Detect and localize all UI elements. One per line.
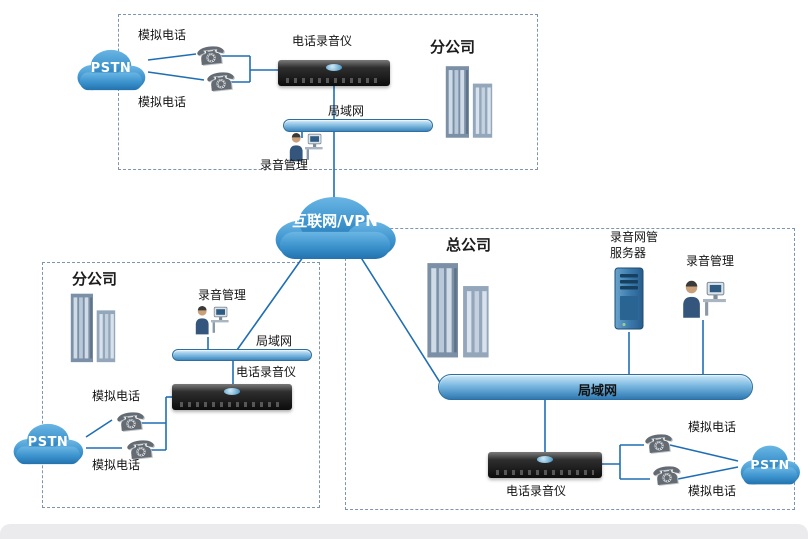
desk-phone-icon: ☎	[114, 406, 148, 438]
desk-phone-icon: ☎	[194, 40, 228, 72]
desk-phone-icon: ☎	[204, 66, 238, 98]
branch-top-title: 分公司	[430, 38, 476, 56]
analog-phone-label: 模拟电话	[92, 389, 141, 403]
recorder-ports	[496, 470, 594, 475]
phone-recorder-device	[488, 452, 602, 478]
lan-segment-bar	[172, 349, 312, 361]
analog-phone-label: 模拟电话	[92, 458, 141, 472]
phone-recorder-device	[172, 384, 292, 410]
headquarters-title: 总公司	[446, 236, 492, 254]
server-label-line1: 录音网管	[610, 230, 659, 244]
office-buildings-icon	[62, 290, 124, 364]
recorder-label: 电话录音仪	[236, 365, 297, 379]
lan-label: 局域网	[578, 384, 618, 399]
operator-workstation-icon	[678, 278, 728, 320]
recording-mgmt-label: 录音管理	[686, 254, 735, 268]
phone-recorder-device	[278, 60, 390, 86]
lan-segment-bar	[283, 119, 433, 132]
branch-left-boundary	[42, 262, 320, 508]
recorder-ports	[180, 402, 284, 407]
office-buildings-icon	[418, 258, 498, 360]
recorder-label: 电话录音仪	[506, 484, 567, 498]
recorder-logo-badge	[224, 388, 240, 395]
internet-vpn-label: 互联网/VPN	[292, 212, 378, 230]
analog-phone-label: 模拟电话	[688, 484, 737, 498]
branch-top-boundary	[118, 14, 538, 170]
analog-phone-label: 模拟电话	[138, 95, 187, 109]
branch-left-title: 分公司	[72, 270, 118, 288]
recorder-ports	[286, 78, 382, 83]
office-buildings-icon	[440, 62, 498, 140]
recording-nms-server-icon	[612, 266, 646, 332]
recording-mgmt-label: 录音管理	[198, 288, 247, 302]
recorder-label: 电话录音仪	[292, 34, 353, 48]
lan-label: 局域网	[328, 104, 365, 118]
pstn-cloud-label: PSTN	[90, 61, 132, 76]
desk-phone-icon: ☎	[642, 428, 676, 460]
page-bottom-strip	[0, 524, 808, 539]
recorder-logo-badge	[537, 456, 553, 463]
analog-phone-label: 模拟电话	[688, 420, 737, 434]
pstn-cloud-label: PSTN	[27, 435, 69, 450]
recording-mgmt-label: 录音管理	[260, 158, 309, 172]
headquarters-boundary	[345, 228, 795, 510]
recorder-logo-badge	[326, 64, 342, 71]
server-label-line2: 服务器	[610, 246, 647, 260]
lan-label: 局域网	[256, 334, 293, 348]
lan-backbone-bar	[438, 374, 753, 400]
operator-workstation-icon	[190, 304, 232, 336]
desk-phone-icon: ☎	[650, 460, 684, 492]
analog-phone-label: 模拟电话	[138, 28, 187, 42]
pstn-cloud-label: PSTN	[750, 457, 790, 472]
